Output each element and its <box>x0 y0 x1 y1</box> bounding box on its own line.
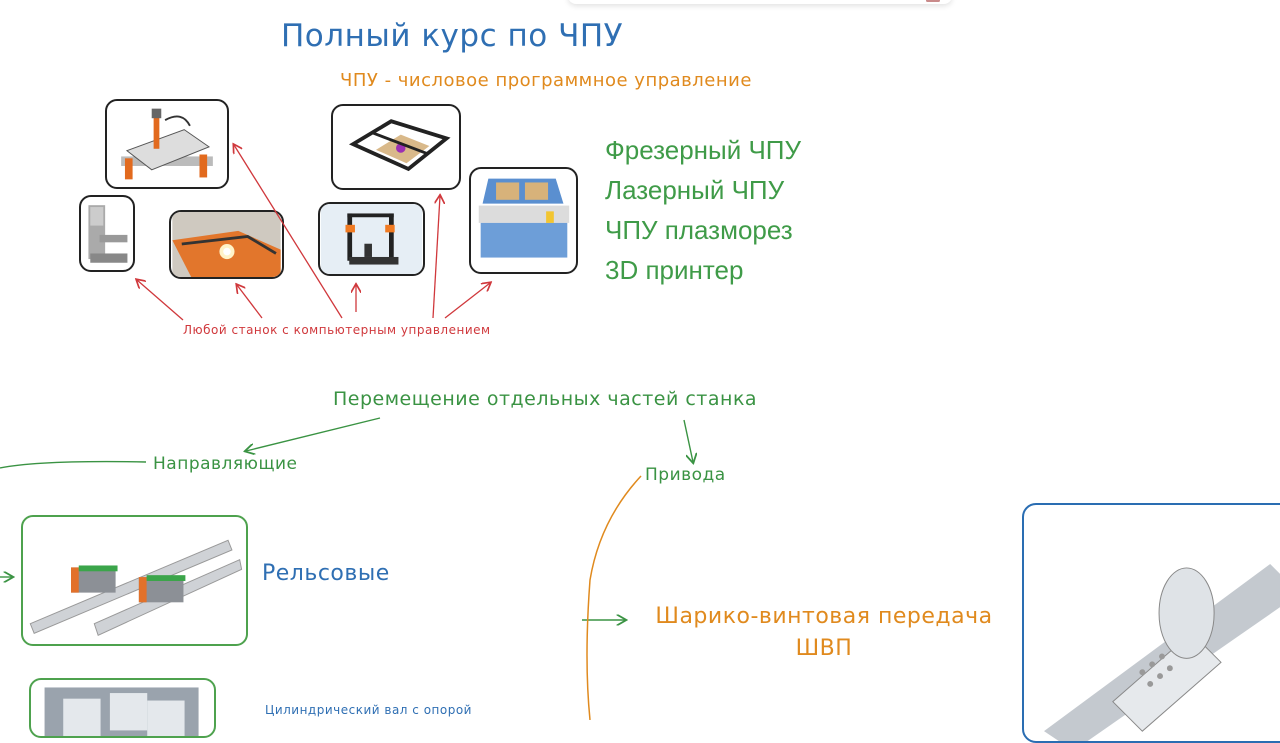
cylindrical-shaft-image[interactable] <box>29 678 216 738</box>
ballscrew-abbrev: ШВП <box>795 636 853 661</box>
ball-screw-image[interactable] <box>1022 503 1280 743</box>
milling-machine-image[interactable] <box>79 195 135 272</box>
laser-engraver-icon <box>348 119 451 172</box>
guides-heading: Направляющие <box>153 454 298 474</box>
3d-printer-image[interactable] <box>318 202 425 276</box>
page-title: Полный курс по ЧПУ <box>281 18 624 54</box>
type-laser: Лазерный ЧПУ <box>605 175 785 205</box>
ball-screw-icon <box>1044 564 1280 741</box>
plasma-cutter-image[interactable] <box>169 210 284 279</box>
drives-heading: Привода <box>645 465 726 485</box>
laser-cutter-image[interactable] <box>469 167 578 274</box>
laser-cutter-icon <box>478 178 570 258</box>
ballscrew-label: Шарико-винтовая передача ШВП <box>643 601 1005 665</box>
rails-label: Рельсовые <box>262 561 390 586</box>
cnc-router-icon <box>121 108 213 180</box>
plasma-cutter-icon <box>172 212 281 277</box>
ballscrew-title: Шарико-винтовая передача <box>655 604 993 629</box>
laser-engraver-image[interactable] <box>331 104 461 190</box>
milling-machine-icon <box>88 205 128 263</box>
cnc-router-image[interactable] <box>105 99 229 189</box>
type-plasma: ЧПУ плазморез <box>605 215 793 245</box>
movement-heading: Перемещение отдельных частей станка <box>333 388 758 410</box>
type-milling: Фрезерный ЧПУ <box>605 135 801 165</box>
type-3d-printer: 3D принтер <box>605 255 744 285</box>
toolbar-indicator <box>926 0 940 2</box>
machine-types-list: Фрезерный ЧПУ Лазерный ЧПУ ЧПУ плазморез… <box>605 130 801 290</box>
shaft-label: Цилиндрический вал с опорой <box>265 703 472 717</box>
linear-rails-icon <box>29 539 243 636</box>
page-subtitle: ЧПУ - числовое программное управление <box>340 70 752 91</box>
any-machine-note: Любой станок с компьютерным управлением <box>183 323 491 337</box>
cylindrical-shaft-icon <box>44 687 199 736</box>
linear-rails-image[interactable] <box>21 515 248 646</box>
3d-printer-icon <box>320 204 423 274</box>
top-toolbar[interactable] <box>568 0 952 4</box>
